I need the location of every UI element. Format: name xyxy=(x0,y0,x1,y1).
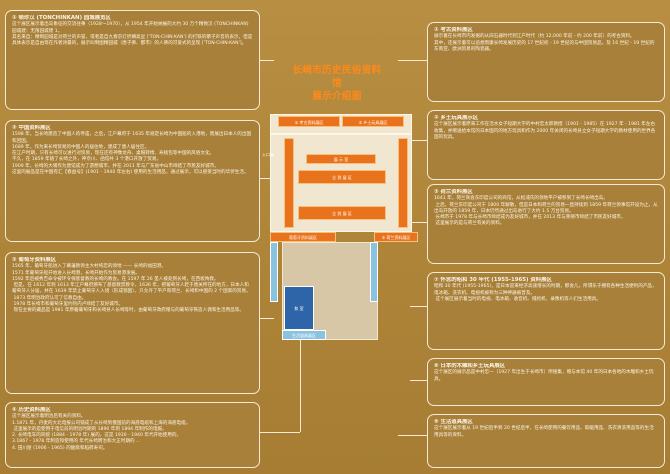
page-title: 长崎市历史民俗资料馆 展示介绍图 xyxy=(292,64,382,103)
room-living: 生活道具展区 xyxy=(282,330,326,340)
panel-body: 1641 年，荷兰商会东印度公司的商馆，从松浦氏的领地平户被移到了长崎长崎出岛。… xyxy=(434,196,658,227)
panel-portuguese: ③ 葡萄牙资料展区 1565 年，葡萄牙船进入了幕藩教领主大村纯忠的领地 —— … xyxy=(5,252,260,394)
room-toys: ② 乡土玩具展区 xyxy=(342,116,404,127)
connector-line xyxy=(410,380,427,381)
room-chinese xyxy=(270,242,278,302)
panel-archaeology: ① 考古资料展区 展示着在长崎市内发掘的从旧石器时代到江户时代（约 12,000… xyxy=(427,22,665,102)
panel-body: 1565 年，葡萄牙船进入了幕藩教领主大村纯忠的领地 —— 长崎的福田港。 15… xyxy=(12,264,251,314)
panel-body: 这个展区展示着原来工作在活水女子短期大学的中村忠太郎教授（1901 - 1985… xyxy=(434,122,656,140)
room-history xyxy=(370,242,378,302)
panel-body: 这个展区展示着从 19 世纪后半到 20 世纪后半，在长崎使用的餐饮用品、取暖用… xyxy=(434,426,654,438)
entrance-label: 入口 ▶ xyxy=(262,152,275,157)
panel-title: ⑧ 日本的木雕和乡土玩具展区 xyxy=(434,363,506,369)
panel-title: ② 乡土玩具展示区 xyxy=(434,115,479,121)
panel-toys: ② 乡土玩具展示区 这个展区展示着原来工作在活水女子短期大学的中村忠太郎教授（1… xyxy=(427,110,665,180)
panel-tonchinkan: ① 顿珍汉 (TONCHINKAN) 园城展览区 这个展区展示着出岛象征的交流往… xyxy=(5,10,260,110)
panel-title: ① 考古资料展区 xyxy=(434,27,473,33)
panel-living-tools: ⑨ 生活道具展区 这个展区展示着从 19 世纪后半到 20 世纪后半，在长崎使用… xyxy=(427,414,665,468)
panel-title: ① 顿珍汉 (TONCHINKAN) 园城展览区 xyxy=(12,15,111,21)
room-dutch: ③ 荷兰资料展区 xyxy=(374,232,418,242)
panel-title: ⑨ 生活道具展区 xyxy=(434,419,473,425)
connector-line xyxy=(398,435,427,436)
panel-title: ③ 荷兰资料展区 xyxy=(434,189,473,195)
connector-line xyxy=(260,178,274,179)
connector-line xyxy=(260,60,274,61)
panel-history: ④ 历史资料展区 这个展区展示着明治后有关的资料。 1.1871 年，丹麦的大北… xyxy=(5,402,260,468)
connector-line xyxy=(410,306,427,307)
connector-line xyxy=(398,60,427,61)
room-planning-1: 企 划 展 区 xyxy=(298,170,386,184)
title-line-1: 长崎市历史民俗资料馆 xyxy=(292,65,382,89)
panel-body: 展示着在长崎市内发掘的从旧石器时代到江户时代（约 12,000 年前 - 约 2… xyxy=(434,34,655,52)
room-planning-2: 企 划 展 区 xyxy=(298,206,386,220)
connector-line xyxy=(410,140,427,141)
panel-body: 昭和 30 年代 (1955-1965)，是日本迎来经济高速增长的时期，那会儿，… xyxy=(434,284,657,302)
room-japanese: 和 室 xyxy=(284,286,314,330)
panel-showa: ⑦ 怀念的昭和 30 年代 (1955-1965) 资料展区 昭和 30 年代 … xyxy=(427,272,665,350)
connector-line xyxy=(260,432,300,433)
panel-body: 这个展区展示着出岛象征的交流往事（1928～1970），从 1954 年开始纳展… xyxy=(12,22,253,47)
room-display: 展 示 室 xyxy=(306,154,376,164)
panel-title: ④ 历史资料展区 xyxy=(12,407,51,413)
room-left-strip xyxy=(284,138,294,228)
panel-title: ② 中国资料展区 xyxy=(12,125,51,131)
panel-body: 这个展区的展示品是中村忠一（1927 年出生于长崎市）所搜集，赠与本馆 40 年… xyxy=(434,370,654,382)
floor-plan: ① 考古资料展区 ② 乡土玩具展区 展 示 室 企 划 展 区 企 划 展 区 … xyxy=(270,114,422,342)
panel-chinese: ② 中国资料展区 1598 年，当长崎建造了中国人的寺庙，之后，江户幕府于 16… xyxy=(5,120,260,242)
panel-woodcarving: ⑧ 日本的木雕和乡土玩具展区 这个展区的展示品是中村忠一（1927 年出生于长崎… xyxy=(427,358,665,406)
panel-title: ③ 葡萄牙资料展区 xyxy=(12,257,57,263)
connector-line xyxy=(300,340,301,432)
room-portuguese: 葡萄牙资料展区 xyxy=(270,232,336,242)
panel-title: ⑦ 怀念的昭和 30 年代 (1955-1965) 资料展区 xyxy=(434,277,552,283)
connector-line xyxy=(260,318,274,319)
room-archaeology: ① 考古资料展区 xyxy=(278,116,340,127)
title-line-2: 展示介绍图 xyxy=(312,91,362,102)
panel-body: 1598 年，当长崎建造了中国人的寺庙，之后，江户幕府于 1635 年规定长崎为… xyxy=(12,132,252,176)
connector-line xyxy=(410,222,427,223)
room-right-strip xyxy=(398,138,408,228)
panel-dutch: ③ 荷兰资料展区 1641 年，荷兰商会东印度公司的商馆，从松浦氏的领地平户被移… xyxy=(427,184,665,264)
panel-body: 这个展区展示着明治后有关的资料。 1.1871 年，丹麦的大北电报公司铺成了从长… xyxy=(12,414,191,451)
